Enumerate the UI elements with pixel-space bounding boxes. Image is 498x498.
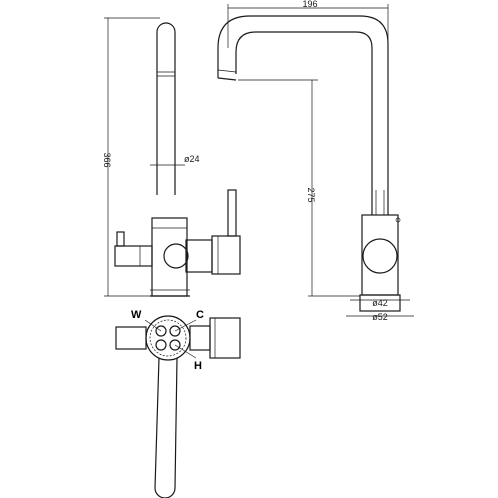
port-w-circle	[155, 325, 167, 337]
front-spout-outlet-ring	[217, 69, 237, 73]
base-inner-diameter-label: ø42	[372, 298, 388, 308]
top-connector	[189, 325, 211, 351]
side-lever-handle	[227, 189, 237, 237]
port-c-leader	[174, 319, 197, 332]
spout-height-label: 275	[306, 187, 316, 202]
port-c-label: C	[196, 309, 204, 321]
port-h-circle	[169, 339, 181, 351]
port-h-leader	[174, 344, 197, 359]
side-spout-tube	[156, 22, 176, 195]
front-spout-inner	[235, 31, 373, 215]
port-w2-circle	[155, 339, 167, 351]
port-c-circle	[169, 325, 181, 337]
front-base	[359, 294, 401, 312]
front-side-knob	[395, 217, 401, 223]
top-lever-housing	[209, 317, 241, 359]
top-view: W C H	[115, 309, 241, 498]
side-lever-housing	[211, 235, 241, 275]
side-view: 366 ø24	[102, 17, 241, 297]
side-small-tap-knob	[116, 231, 125, 247]
overall-height-label: 366	[102, 152, 112, 167]
port-w-leader	[144, 319, 162, 332]
top-port-ring-inner	[149, 319, 187, 357]
top-small-tap	[115, 326, 147, 350]
port-w-label: W	[131, 309, 142, 321]
top-port-ring-outer	[145, 315, 191, 361]
side-connector	[185, 239, 213, 273]
front-cartridge-circle	[362, 238, 398, 274]
front-view: 196 275 ø42 ø52	[217, 0, 414, 322]
front-body	[361, 214, 399, 296]
spout-diameter-label: ø24	[184, 154, 200, 164]
top-spout	[154, 357, 178, 498]
reach-label: 196	[302, 0, 317, 9]
side-small-tap	[114, 245, 153, 267]
base-outer-diameter-label: ø52	[372, 312, 388, 322]
port-h-label: H	[194, 360, 202, 372]
front-spout-outlet	[217, 77, 237, 81]
front-spout-outer	[217, 15, 389, 215]
side-cartridge-circle	[163, 243, 189, 269]
side-body-block	[151, 217, 188, 297]
